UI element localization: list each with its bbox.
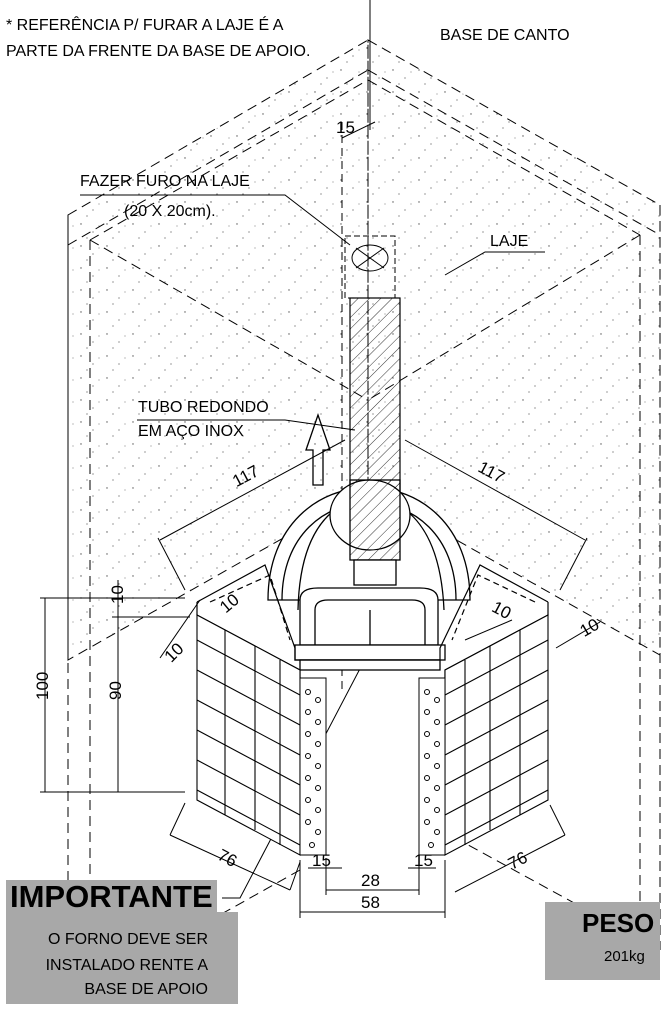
reference-note-line2: PARTE DA FRENTE DA BASE DE APOIO. [6, 43, 311, 60]
weight-panel [545, 902, 660, 980]
important-line1: O FORNO DEVE SER [47, 931, 208, 948]
tube-note-line1: TUBO REDONDO [138, 399, 269, 416]
dim-90: 90 [106, 681, 125, 700]
weight-title: PESO [582, 908, 655, 938]
dim-10-right-a: 10 [489, 597, 515, 623]
base-title: BASE DE CANTO [440, 27, 570, 44]
slab-label: LAJE [490, 233, 529, 250]
perforated-block-left [299, 677, 327, 856]
smoke-arrow [305, 412, 331, 486]
dim-28: 28 [361, 871, 380, 890]
weight-value: 201kg [604, 948, 645, 965]
hole-note-line1: FAZER FURO NA LAJE [80, 173, 250, 190]
perforated-block-right [418, 677, 446, 856]
dim-76-left: 76 [214, 845, 240, 871]
important-panel [6, 912, 238, 1004]
dim-58: 58 [361, 893, 380, 912]
dim-10-left-small: 10 [161, 639, 188, 666]
dim-100: 100 [33, 672, 52, 700]
brick-base-left [196, 614, 301, 856]
hole-note-line2: (20 X 20cm). [124, 203, 216, 220]
dim-76-right: 76 [505, 848, 531, 874]
reference-note-line1: * REFERÊNCIA P/ FURAR A LAJE É A [6, 17, 284, 34]
important-line3: BASE DE APOIO [84, 981, 208, 998]
brick-base-right [444, 614, 549, 856]
important-title: IMPORTANTE [6, 880, 217, 914]
dim-15-bottom-right: 15 [414, 851, 433, 870]
dim-10-left-top: 10 [108, 585, 127, 604]
dim-15-bottom-left: 15 [312, 851, 331, 870]
dimension-lines [40, 121, 601, 918]
oven-dome [267, 479, 471, 671]
dim-10-left-diag: 10 [216, 590, 243, 617]
dim-15-top: 15 [336, 118, 355, 137]
leader-lines [80, 194, 545, 899]
tube-note-line2: EM AÇO INOX [138, 423, 244, 440]
important-line2: INSTALADO RENTE A [45, 957, 208, 974]
